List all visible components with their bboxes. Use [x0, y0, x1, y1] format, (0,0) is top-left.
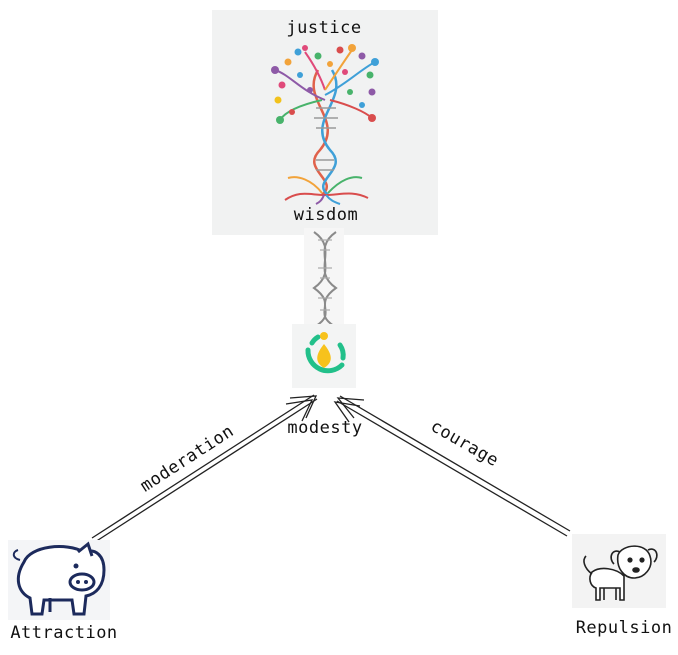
right-node: Repulsion [572, 534, 672, 638]
justice-label: justice [286, 18, 361, 38]
tree-of-life-dna-icon [271, 44, 379, 205]
top-node: justice wisdom [212, 10, 438, 235]
drop-in-circle-logo-icon [305, 332, 346, 374]
pig-icon [12, 541, 106, 616]
repulsion-label: Repulsion [576, 618, 673, 638]
top-node-panel [212, 10, 438, 235]
edge-moderation [91, 394, 318, 543]
dna-helix-connector [304, 228, 344, 328]
center-node [292, 324, 356, 388]
attraction-label: Attraction [10, 623, 117, 643]
wisdom-label: wisdom [294, 205, 358, 225]
left-node: Attraction [8, 540, 117, 643]
courage-label: courage [427, 416, 502, 471]
dog-sketch-icon [583, 545, 658, 601]
edge-courage [333, 395, 571, 537]
moderation-label: moderation [137, 421, 238, 496]
modesty-label: modesty [287, 418, 362, 438]
